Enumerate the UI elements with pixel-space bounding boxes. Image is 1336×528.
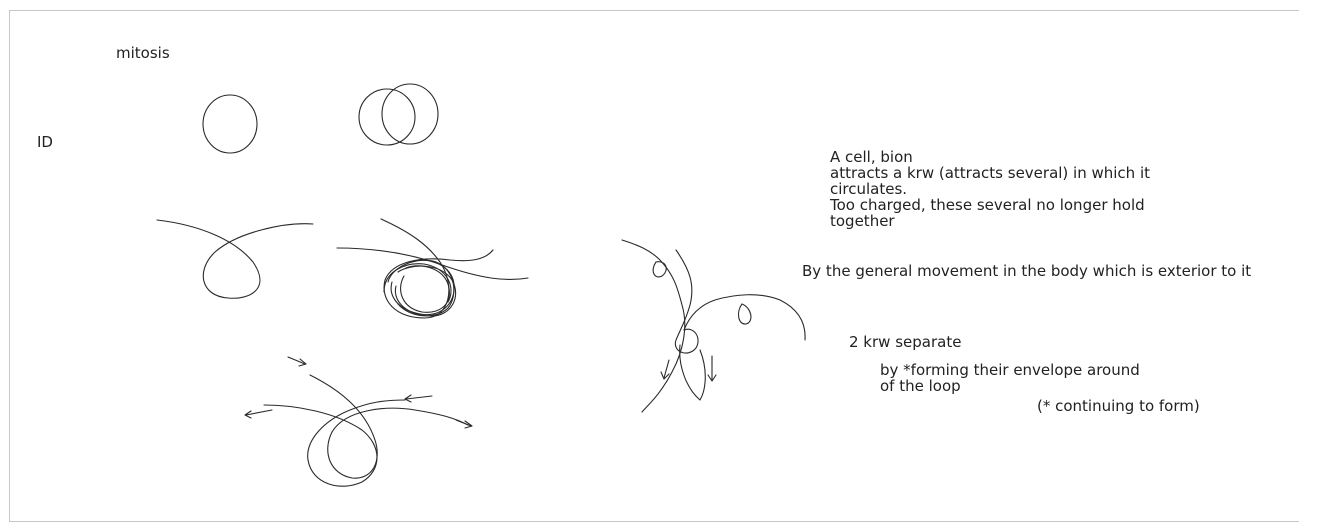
dividing-figure [622,240,805,412]
forming-note-line: of the loop [880,378,1140,394]
tangled-loops [337,219,528,318]
bottom-loops [245,357,472,486]
cell-note-line: together [830,213,1150,229]
cell-note: A cell, bion attracts a krw (attracts se… [830,149,1150,229]
forming-note: by *forming their envelope around of the… [880,362,1140,394]
overlap-circle-right [382,84,438,144]
title-label: mitosis [116,45,170,61]
single-loop-curve [157,220,313,298]
forming-note-line: by *forming their envelope around [880,362,1140,378]
cell-note-line: A cell, bion [830,149,1150,165]
cell-note-line: attracts a krw (attracts several) in whi… [830,165,1150,181]
movement-note: By the general movement in the body whic… [802,263,1251,279]
separate-note: 2 krw separate [849,334,961,350]
cell-note-line: circulates. [830,181,1150,197]
cell-note-line: Too charged, these several no longer hol… [830,197,1150,213]
id-label: ID [37,134,53,150]
single-cell-circle [203,95,257,153]
footnote: (* continuing to form) [1037,398,1200,414]
